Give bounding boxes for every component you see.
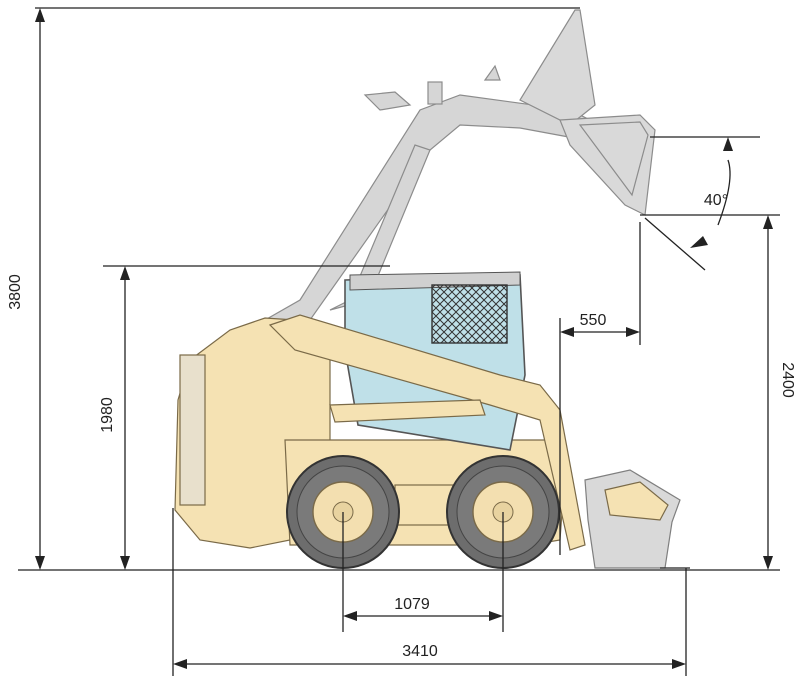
lowered-bucket (584, 469, 681, 569)
dump-height-dimension (640, 214, 780, 570)
dump-reach-dimension (559, 222, 641, 555)
overall-height-dimension (35, 7, 580, 570)
wheelbase-dimension (342, 512, 504, 632)
dump-height-label: 2400 (779, 362, 794, 398)
wheelbase-label: 1079 (394, 596, 430, 613)
overall-length-dimension (172, 508, 687, 676)
dump-reach-label: 550 (580, 312, 607, 329)
cab-height-dimension (103, 265, 390, 570)
overall-length-label: 3410 (402, 643, 438, 660)
dump-angle-dimension (644, 136, 760, 271)
dump-angle-label: 40° (704, 192, 728, 209)
raised-bucket-dumping (519, 9, 656, 216)
lowered-lift-arm (268, 314, 586, 551)
overall-height-label: 3800 (7, 274, 24, 310)
cab-height-label: 1980 (99, 397, 116, 433)
